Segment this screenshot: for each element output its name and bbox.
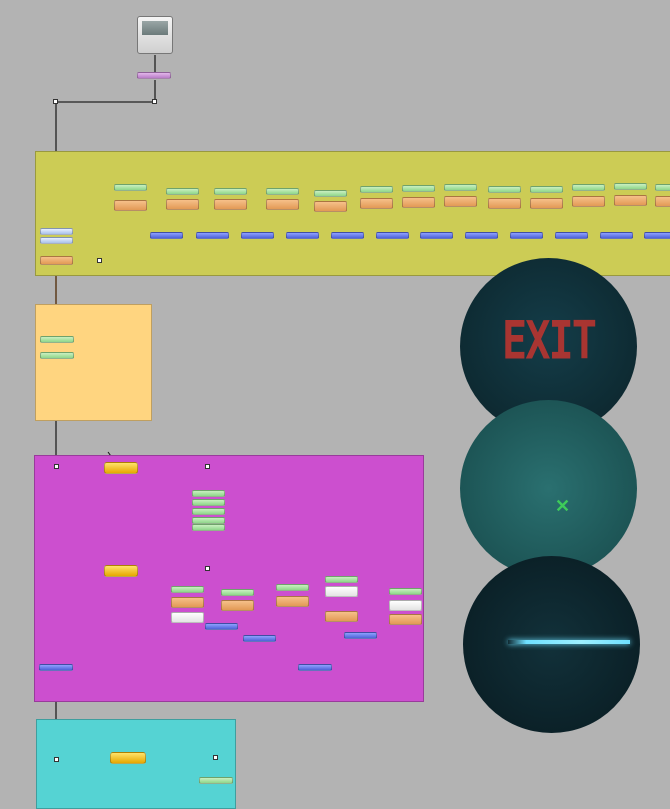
blue-node[interactable] [39, 664, 73, 671]
dot-node[interactable] [152, 99, 157, 104]
green-node[interactable] [192, 517, 225, 524]
read-thumbnail-icon [142, 21, 168, 35]
orange-node[interactable] [360, 198, 393, 209]
green-node[interactable] [192, 490, 225, 497]
orange-node[interactable] [214, 199, 247, 210]
blue-node[interactable] [465, 232, 498, 239]
blue-node[interactable] [196, 232, 229, 239]
yellow-node[interactable] [110, 752, 146, 764]
orange-node[interactable] [530, 198, 563, 209]
exit-sign-text: EXIT [501, 309, 597, 372]
blue-node[interactable] [420, 232, 453, 239]
orange-node[interactable] [114, 200, 147, 211]
green-node[interactable] [402, 185, 435, 192]
orange-node[interactable] [325, 611, 358, 622]
green-node[interactable] [276, 584, 309, 591]
orange-node[interactable] [266, 199, 299, 210]
blue-node[interactable] [298, 664, 332, 671]
dot-node[interactable] [213, 755, 218, 760]
blue-node[interactable] [150, 232, 183, 239]
dot-node[interactable] [205, 566, 210, 571]
green-node[interactable] [192, 524, 225, 531]
dot-node[interactable] [97, 258, 102, 263]
green-node[interactable] [40, 352, 74, 359]
green-node[interactable] [171, 586, 204, 593]
orange-node[interactable] [655, 196, 670, 207]
green-node[interactable] [444, 184, 477, 191]
green-node[interactable] [389, 588, 422, 595]
blue-node[interactable] [600, 232, 633, 239]
blue-node[interactable] [344, 632, 377, 639]
orange-node[interactable] [314, 201, 347, 212]
green-node[interactable] [214, 188, 247, 195]
orange-node[interactable] [444, 196, 477, 207]
green-node[interactable] [488, 186, 521, 193]
dot-node[interactable] [54, 464, 59, 469]
green-node[interactable] [266, 188, 299, 195]
orange-node[interactable] [171, 597, 204, 608]
green-node[interactable] [614, 183, 647, 190]
blue-node[interactable] [243, 635, 276, 642]
orange-node[interactable] [40, 256, 73, 265]
orange-node[interactable] [221, 600, 254, 611]
green-node[interactable] [572, 184, 605, 191]
dot-node[interactable] [205, 464, 210, 469]
white-node[interactable] [389, 600, 422, 611]
green-node[interactable] [314, 190, 347, 197]
green-node[interactable] [530, 186, 563, 193]
green-node[interactable] [192, 499, 225, 506]
orange-node[interactable] [572, 196, 605, 207]
backdrop-olive[interactable] [35, 151, 670, 276]
orange-node[interactable] [389, 614, 422, 625]
scanline-bar [508, 640, 630, 644]
viewer-exit-sign: EXIT [460, 258, 637, 435]
blue-node[interactable] [331, 232, 364, 239]
orange-node[interactable] [614, 195, 647, 206]
purple-node[interactable] [137, 72, 171, 79]
blue-node[interactable] [205, 623, 238, 630]
blue-node[interactable] [241, 232, 274, 239]
green-node[interactable] [192, 508, 225, 515]
green-node[interactable] [360, 186, 393, 193]
yellow-node[interactable] [104, 565, 138, 577]
orange-node[interactable] [402, 197, 435, 208]
green-node[interactable] [325, 576, 358, 583]
blue-node[interactable] [286, 232, 319, 239]
green-node[interactable] [221, 589, 254, 596]
green-node[interactable] [114, 184, 147, 191]
green-node[interactable] [166, 188, 199, 195]
blue-node[interactable] [555, 232, 588, 239]
green-node[interactable] [40, 336, 74, 343]
backdrop-peach[interactable] [35, 304, 152, 421]
yellow-node[interactable] [104, 462, 138, 474]
dot-node[interactable] [54, 757, 59, 762]
merge-node[interactable] [40, 228, 73, 235]
orange-node[interactable] [276, 596, 309, 607]
orange-node[interactable] [166, 199, 199, 210]
blue-node[interactable] [376, 232, 409, 239]
backdrop-cyan[interactable] [36, 719, 236, 809]
backdrop-magenta[interactable] [34, 455, 424, 702]
green-node[interactable] [199, 777, 233, 784]
blue-node[interactable] [644, 232, 670, 239]
blue-node[interactable] [510, 232, 543, 239]
white-node[interactable] [325, 586, 358, 597]
viewer-marker: ✕ [460, 400, 637, 577]
viewer-scanline [463, 556, 640, 733]
orange-node[interactable] [488, 198, 521, 209]
green-node[interactable] [655, 184, 670, 191]
green-marker-icon: ✕ [555, 496, 571, 516]
white-node[interactable] [171, 612, 204, 623]
read-node[interactable] [137, 16, 173, 54]
merge-node[interactable] [40, 237, 73, 244]
dot-node[interactable] [53, 99, 58, 104]
